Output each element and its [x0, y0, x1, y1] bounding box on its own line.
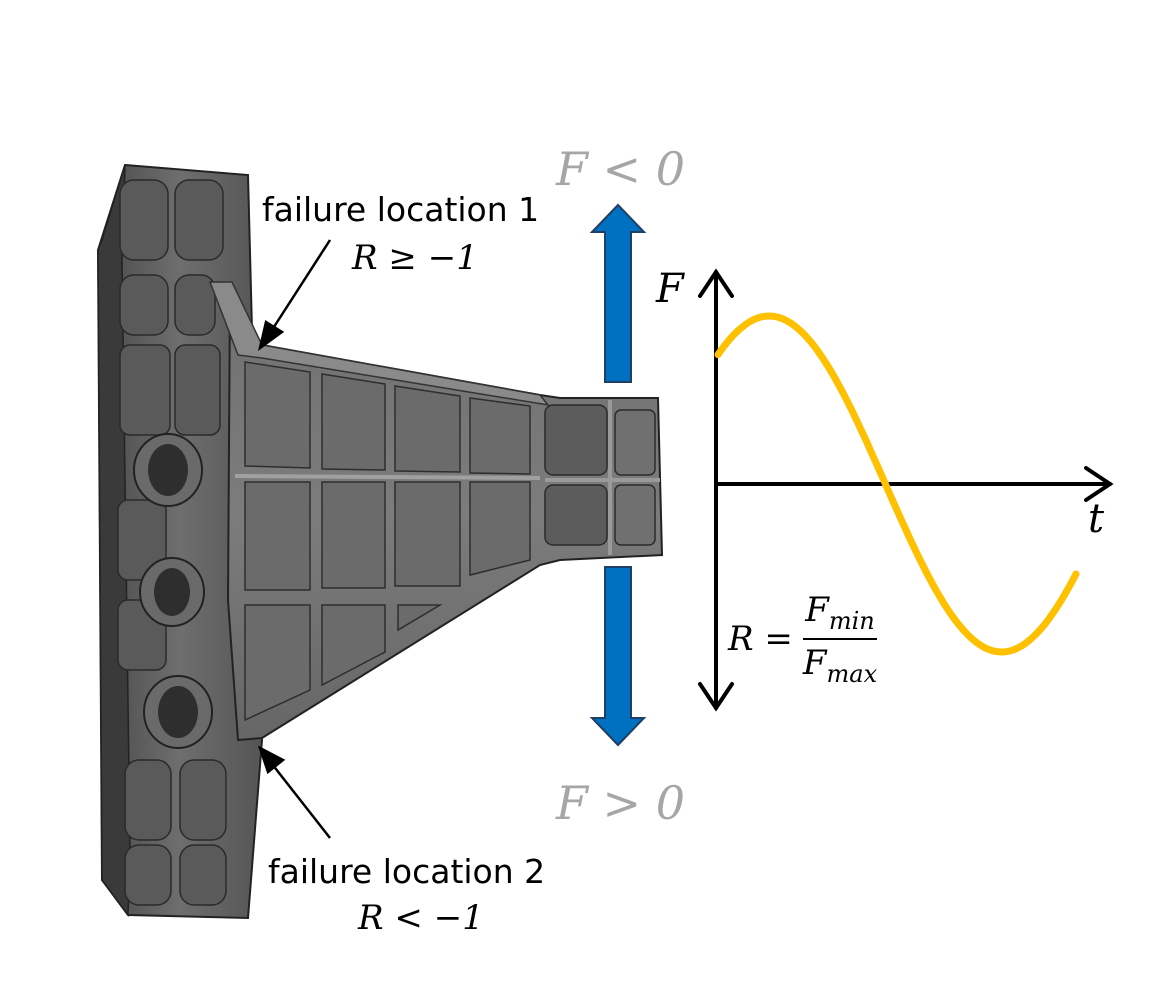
- bracket-part: [96, 163, 664, 920]
- fraction-bar: [802, 637, 878, 640]
- f-axis-arrow-up: [698, 268, 734, 298]
- arm-tip: [544, 400, 660, 555]
- ratio-num-sub: min: [828, 606, 875, 635]
- force-negative-label: F < 0: [556, 142, 685, 196]
- load-sine-curve: [714, 312, 1080, 656]
- t-axis-arrow: [1084, 466, 1114, 502]
- ratio-lhs: R =: [728, 618, 793, 659]
- stress-ratio-formula: R = Fmin Fmax: [728, 590, 878, 688]
- ratio-den-sub: max: [826, 659, 878, 688]
- force-arrow-up: [589, 203, 647, 383]
- ratio-num-symbol: F: [805, 590, 829, 630]
- f-axis-arrow-down: [698, 682, 734, 712]
- bracket-arm-top-flange: [208, 281, 550, 407]
- failure-location-2-condition: R < −1: [358, 898, 484, 938]
- failure-pointer-1: [258, 239, 332, 351]
- ratio-numerator: Fmin: [805, 590, 874, 635]
- t-axis-label: t: [1088, 496, 1105, 542]
- f-axis-label: F: [656, 266, 684, 312]
- plate-pockets: [117, 179, 227, 906]
- ratio-den-symbol: F: [802, 642, 827, 683]
- force-arrow-down: [589, 566, 647, 747]
- force-time-axes: [698, 268, 1114, 712]
- failure-pointer-2: [257, 745, 331, 839]
- arm-cells: [244, 361, 531, 722]
- arm-mid-rib: [234, 474, 541, 480]
- mounting-holes: [133, 433, 213, 749]
- ratio-fraction: Fmin Fmax: [802, 590, 878, 688]
- failure-location-2-label: failure location 2: [268, 852, 546, 891]
- failure-location-1-label: failure location 1: [262, 190, 540, 229]
- failure-location-1-condition: R ≥ −1: [352, 238, 478, 278]
- ratio-denominator: Fmax: [803, 643, 877, 688]
- force-positive-label: F > 0: [556, 776, 685, 830]
